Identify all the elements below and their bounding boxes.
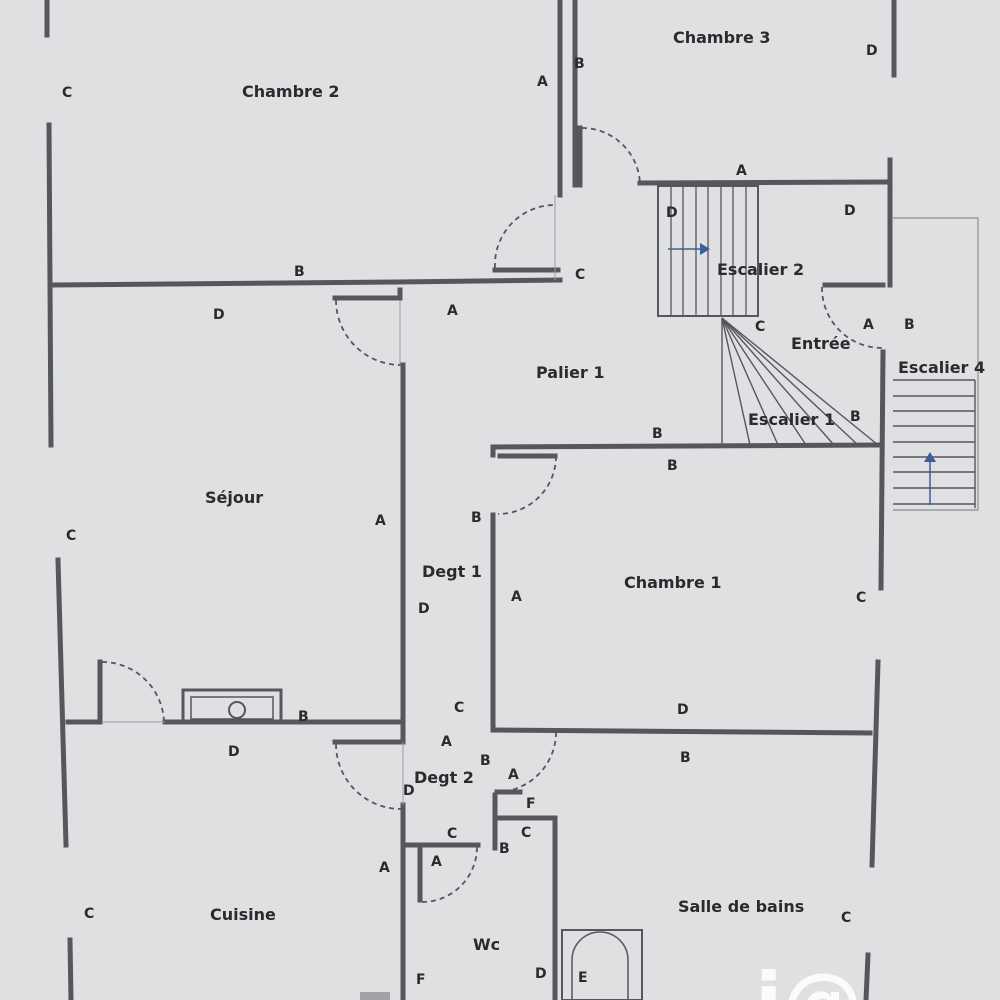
wall-letter: A xyxy=(511,589,522,605)
room-label-degt-2: Degt 2 xyxy=(414,768,474,787)
guide-lines xyxy=(103,195,556,805)
wall-letter: A xyxy=(736,163,747,179)
wall-letter: D xyxy=(666,205,678,221)
wall-letter: C xyxy=(856,590,866,606)
staircase-4 xyxy=(893,379,976,508)
wall-letter: C xyxy=(575,267,585,283)
radiator xyxy=(360,992,390,1000)
wall-letter: C xyxy=(66,528,76,544)
wall-letter: B xyxy=(574,56,585,72)
wall-letter: B xyxy=(480,753,491,769)
watermark-logo: i@ xyxy=(755,956,862,1000)
wall-letter: C xyxy=(454,700,464,716)
wall-letter: D xyxy=(535,966,547,982)
room-label-salle-de-bains: Salle de bains xyxy=(678,897,804,916)
wall-letter: D xyxy=(418,601,430,617)
wall-letter: A xyxy=(379,860,390,876)
wall-letter: D xyxy=(213,307,225,323)
room-label-entree: Entrée xyxy=(791,334,851,353)
room-label-sejour: Séjour xyxy=(205,488,263,507)
wall-letter: F xyxy=(416,972,426,988)
wall-letter: C xyxy=(447,826,457,842)
wall-letter: D xyxy=(677,702,689,718)
chimney xyxy=(181,688,283,724)
room-label-chambre-3: Chambre 3 xyxy=(673,28,771,47)
wall-letter: B xyxy=(667,458,678,474)
wall-letter: A xyxy=(447,303,458,319)
wall-letter: C xyxy=(755,319,765,335)
wall-letter: B xyxy=(904,317,915,333)
room-label-chambre-1: Chambre 1 xyxy=(624,573,722,592)
room-label-escalier-2: Escalier 2 xyxy=(717,260,804,279)
wall-letters: C A B B D A D D C A C A B B B B D A C B … xyxy=(62,43,915,988)
wall-letter: D xyxy=(228,744,240,760)
wall-letter: A xyxy=(508,767,519,783)
wall-letter: B xyxy=(294,264,305,280)
wall-letter: D xyxy=(866,43,878,59)
staircase-1 xyxy=(721,317,879,446)
wall-letter: A xyxy=(537,74,548,90)
wall-letter: B xyxy=(850,409,861,425)
wall-letter: D xyxy=(403,783,415,799)
wall-letter: C xyxy=(841,910,851,926)
wall-letter: C xyxy=(84,906,94,922)
room-label-escalier-1: Escalier 1 xyxy=(748,410,835,429)
room-label-escalier-4: Escalier 4 xyxy=(898,358,985,377)
wall-letter: C xyxy=(521,825,531,841)
wall-letter: C xyxy=(62,85,72,101)
room-label-chambre-2: Chambre 2 xyxy=(242,82,340,101)
wall-letter: A xyxy=(431,854,442,870)
wall-letter: A xyxy=(863,317,874,333)
room-labels: Chambre 2 Chambre 3 Escalier 2 Entrée Es… xyxy=(205,28,985,954)
wall-letter: A xyxy=(375,513,386,529)
room-label-wc: Wc xyxy=(473,935,500,954)
walls xyxy=(44,0,897,1000)
wall-letter: F xyxy=(526,796,536,812)
bathtub xyxy=(561,929,643,1000)
wall-letter: E xyxy=(578,970,588,986)
room-label-cuisine: Cuisine xyxy=(210,905,276,924)
wall-letter: B xyxy=(652,426,663,442)
stair4-outline xyxy=(893,217,979,511)
wall-letter: B xyxy=(298,709,309,725)
wall-letter: A xyxy=(441,734,452,750)
room-label-degt-1: Degt 1 xyxy=(422,562,482,581)
wall-letter: B xyxy=(499,841,510,857)
wall-letter: B xyxy=(680,750,691,766)
wall-letter: D xyxy=(844,203,856,219)
room-label-palier-1: Palier 1 xyxy=(536,363,605,382)
wall-letter: B xyxy=(471,510,482,526)
doors xyxy=(101,127,883,903)
staircase-2 xyxy=(657,185,759,317)
